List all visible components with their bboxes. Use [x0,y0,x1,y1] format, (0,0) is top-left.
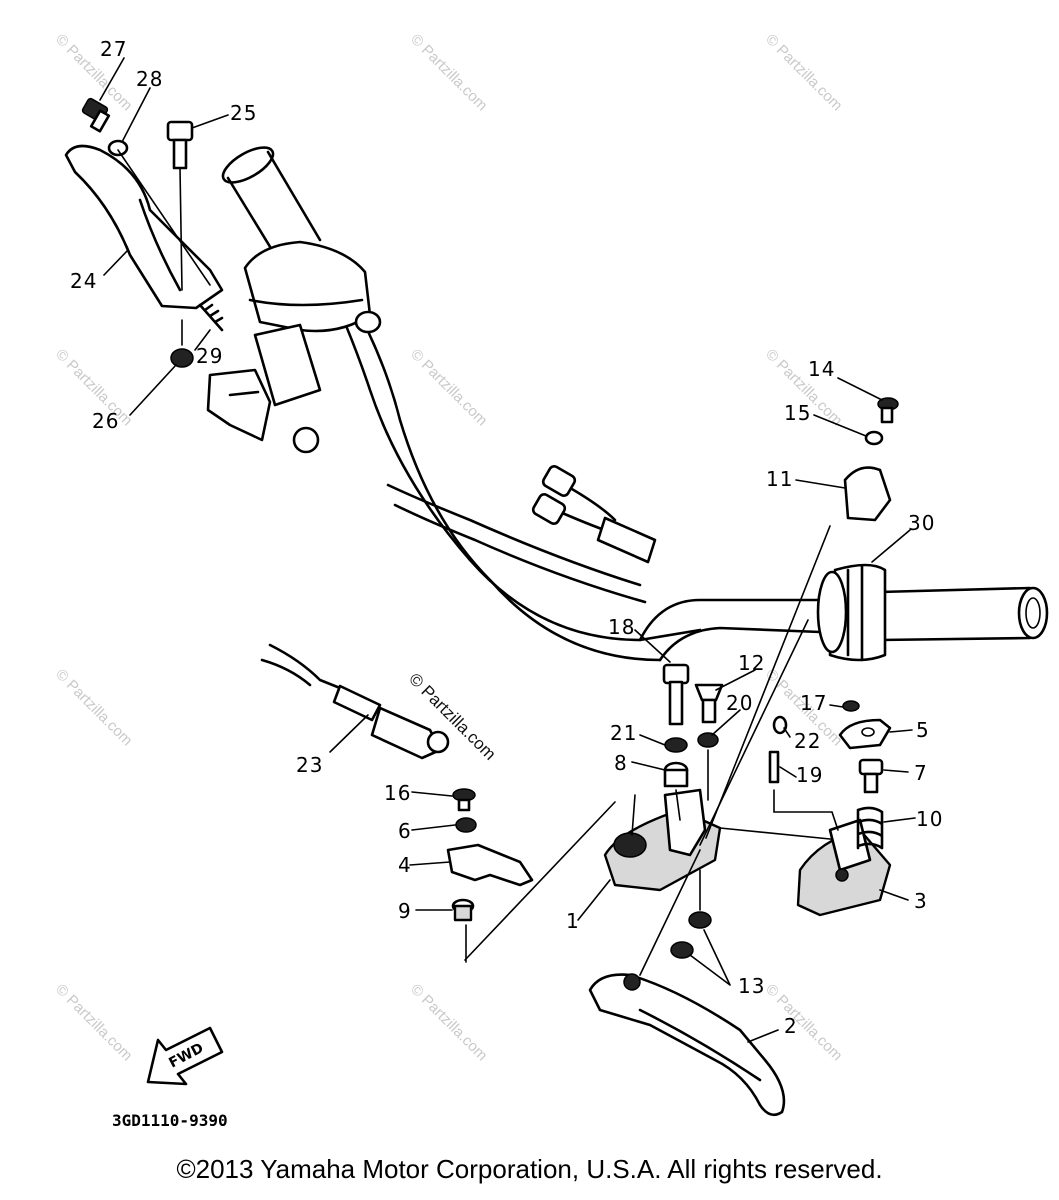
part-2-lever [588,973,786,1117]
callout-7: 7 [914,761,928,785]
callout-21: 21 [610,721,637,745]
callout-27: 27 [100,37,127,61]
copyright-notice: ©2013 Yamaha Motor Corporation, U.S.A. A… [176,1154,883,1184]
part-15-washer [864,430,884,446]
part-22-ring [772,715,788,735]
watermark: © Partzilla.com [52,981,135,1064]
watermark: © Partzilla.com [762,981,845,1064]
callout-13: 13 [738,974,765,998]
part-23-cable [260,643,450,760]
diagram-code: 3GD1110-9390 [112,1111,228,1130]
callout-19: 19 [796,763,823,787]
callout-28: 28 [136,67,163,91]
part-18-bolt [662,663,690,726]
watermark: © Partzilla.com [52,666,135,749]
callout-4: 4 [398,853,412,877]
callout-24: 24 [70,269,97,293]
handlebar [221,146,1049,662]
callout-15: 15 [784,401,811,425]
part-17-screw [842,700,860,712]
part-14-screw [877,397,899,424]
part-6-washer [455,817,477,833]
part-20-washer [697,732,719,748]
callout-9: 9 [398,899,412,923]
callout-14: 14 [808,357,835,381]
part-27-bolt [81,97,111,133]
callout-22: 22 [794,729,821,753]
part-12-pivot [694,683,724,724]
part-10-spring [856,806,884,850]
callout-6: 6 [398,819,412,843]
part-3-switch [796,818,892,917]
watermark: © Partzilla.com [407,981,490,1064]
callout-20: 20 [726,691,753,715]
left-switch-housing [206,240,382,454]
callout-3: 3 [914,889,928,913]
callout-10: 10 [916,807,943,831]
part-9-adjuster [451,898,475,922]
part-13-nuts [670,911,712,959]
part-19-pin [768,750,780,784]
part-8-bushing [663,761,689,788]
part-7-pin [858,758,884,794]
callout-1: 1 [566,909,580,933]
fwd-arrow: FWD [146,1026,224,1086]
callout-18: 18 [608,615,635,639]
callout-30: 30 [908,511,935,535]
leader-lines [99,57,916,1043]
callout-2: 2 [784,1014,798,1038]
part-24-lever [64,144,224,310]
callout-16: 16 [384,781,411,805]
diagram-canvas: © Partzilla.com © Partzilla.com © Partzi… [52,31,1049,1130]
callout-17: 17 [800,691,827,715]
callout-25: 25 [230,101,257,125]
part-11-clamp [843,466,892,522]
part-29-spring [198,303,224,332]
part-21-washer [664,737,688,753]
watermark: © Partzilla.com [407,346,490,429]
part-28-washer [107,139,129,157]
watermark: © Partzilla.com [407,31,490,114]
part-26-nut [170,348,194,368]
callout-5: 5 [916,718,930,742]
wire-connectors [531,465,657,564]
part-30-throttle-housing [816,563,887,662]
part-5-plate [838,718,892,750]
callout-12: 12 [738,651,765,675]
part-16-screw [452,788,476,812]
callout-26: 26 [92,409,119,433]
callout-11: 11 [766,467,793,491]
watermark: © Partzilla.com [762,31,845,114]
callouts: 27 28 25 24 29 26 14 15 11 30 18 12 20 2… [70,37,943,1038]
part-4-bracket [446,843,534,887]
callout-8: 8 [614,751,628,775]
callout-29: 29 [196,344,223,368]
callout-23: 23 [296,753,323,777]
part-25-bolt [166,120,194,170]
